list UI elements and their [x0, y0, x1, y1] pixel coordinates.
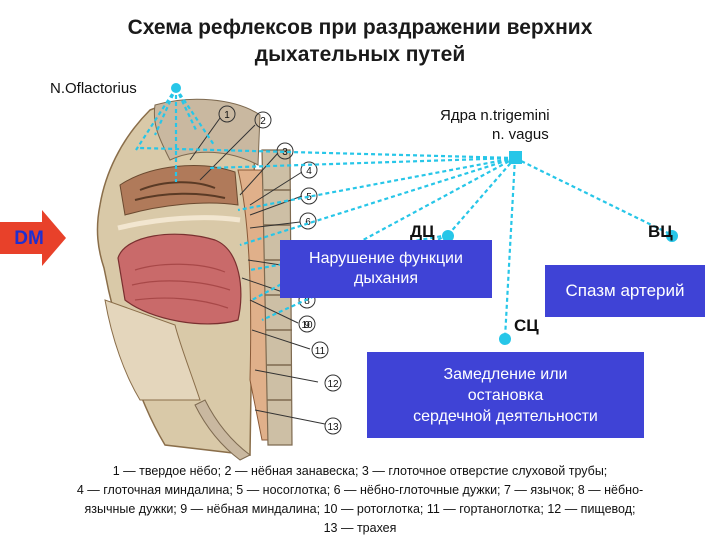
- dc-node: [442, 230, 454, 242]
- vc-center-label: ВЦ: [648, 222, 673, 241]
- heart-line-1: Замедление или: [443, 365, 568, 383]
- vagus-label: n. vagus: [492, 126, 549, 143]
- heart-line-3: сердечной деятельности: [413, 407, 598, 425]
- artery-spasm-box: Спазм артерий: [545, 265, 705, 317]
- breathing-disorder-box: Нарушение функции дыхания: [280, 240, 492, 298]
- vagus-node: [509, 151, 522, 164]
- sc-node: [499, 333, 511, 345]
- tongue-muscle-lines: [131, 263, 231, 309]
- breathing-line-2: дыхания: [354, 270, 418, 287]
- trigemini-vagus-label: Ядра n.trigemini n. vagus: [440, 106, 550, 144]
- lower-jaw: [104, 299, 201, 401]
- anatomy-number-13: 13: [327, 422, 339, 433]
- caption-line-3: язычные дужки; 9 — нёбная миндалина; 10 …: [84, 502, 636, 516]
- breathing-line-1: Нарушение функции: [309, 250, 463, 267]
- cardiac-slowdown-box: Замедление или остановка сердечной деяте…: [367, 352, 644, 438]
- hard-palate: [117, 215, 241, 231]
- nasal-cavity: [119, 165, 239, 216]
- anatomy-number-2: 2: [260, 116, 266, 127]
- caption-line-4: 13 — трахея: [323, 521, 397, 535]
- caption-line-1: 1 — твердое нёбо; 2 — нёбная занавеска; …: [112, 464, 608, 478]
- anatomy-number-5: 5: [306, 192, 312, 203]
- caption-line-2: 4 — глоточная миндалина; 5 — носоглотка;…: [76, 483, 644, 497]
- anatomy-number-3: 3: [282, 147, 288, 158]
- page-title: Схема рефлексов при раздражении верхних …: [60, 14, 660, 68]
- connector-nodes: [171, 83, 678, 345]
- olfactorius-node: [171, 83, 181, 93]
- anatomy-number-markers: [189, 105, 342, 435]
- anatomy-number-12: 12: [327, 379, 339, 390]
- anatomy-number-4: 4: [306, 166, 312, 177]
- heart-line-2: остановка: [467, 386, 544, 404]
- anatomy-number-11: 11: [315, 346, 326, 357]
- anatomy-number-6: 6: [305, 217, 311, 228]
- olfactorius-label: N.Oflactorius: [50, 80, 137, 97]
- anatomy-number-8: 8: [304, 296, 310, 307]
- dm-marker-label: DM: [14, 228, 44, 249]
- title-line-1: Схема рефлексов при раздражении верхних: [127, 16, 593, 39]
- anatomy-number-1: 1: [224, 110, 230, 121]
- sc-center-label: СЦ: [514, 316, 539, 335]
- dc-center-label: ДЦ: [410, 222, 435, 241]
- spasm-text: Спазм артерий: [565, 281, 685, 300]
- vc-node: [666, 230, 678, 242]
- title-line-2: дыхательных путей: [254, 43, 466, 66]
- nasal-conchae: [134, 181, 226, 201]
- brain-region: [153, 98, 261, 166]
- anatomy-legend-caption: 1 — твердое нёбо; 2 — нёбная занавеска; …: [10, 462, 710, 538]
- tongue: [117, 233, 242, 325]
- anatomy-number-labels: 1 2 3 4 5 6 7 8 9 10 11 12 13: [224, 110, 339, 433]
- dm-arrow-shape: [0, 210, 66, 266]
- anatomy-number-10: 10: [301, 320, 313, 331]
- head-section-illustration: [96, 98, 293, 461]
- trachea: [194, 399, 251, 461]
- trigemini-label: Ядра n.trigemini: [440, 107, 550, 124]
- anatomy-number-9: 9: [304, 320, 310, 331]
